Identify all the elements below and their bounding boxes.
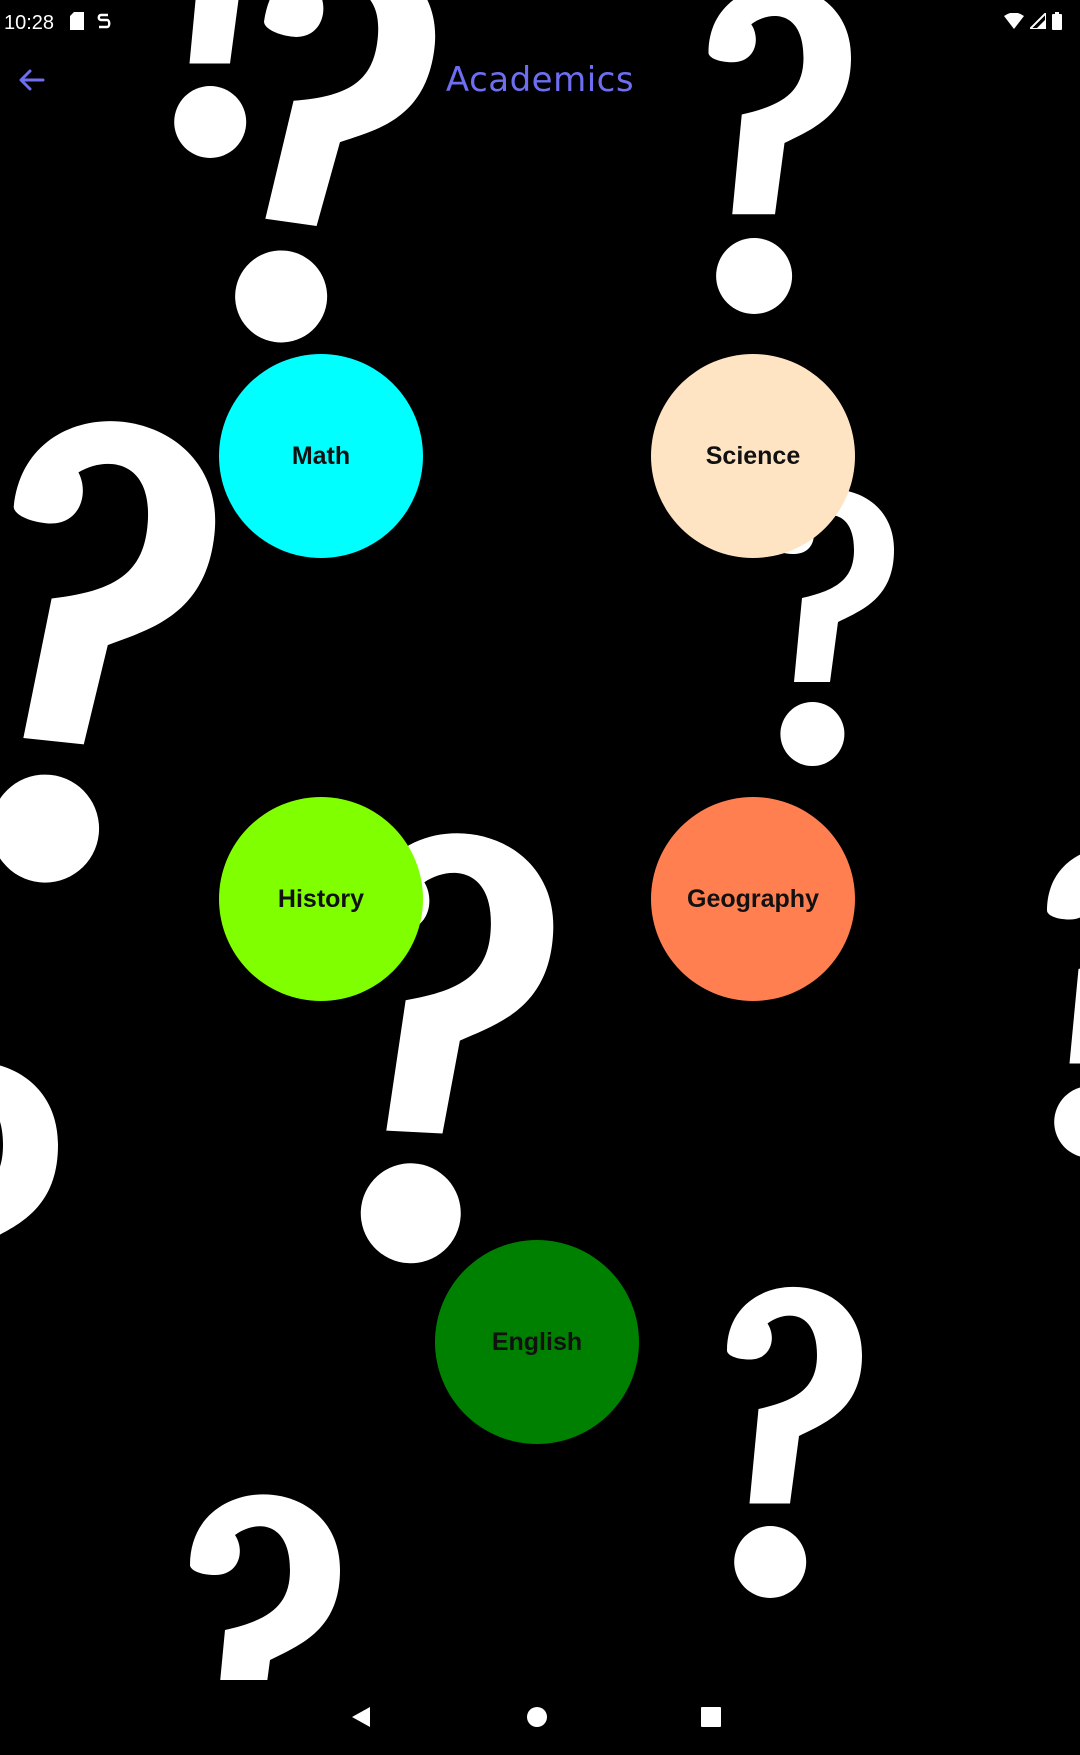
question-mark-icon [1047, 846, 1080, 1158]
s-badge-icon [97, 13, 111, 29]
nav-back-button[interactable] [341, 1702, 381, 1732]
page-title: Academics [445, 60, 635, 100]
status-time: 10:28 [4, 12, 55, 34]
question-mark-icon [0, 411, 226, 897]
subject-label: History [277, 884, 365, 913]
battery-icon [1052, 12, 1062, 30]
subject-button-history[interactable]: History [219, 797, 423, 1001]
signal-icon [1030, 13, 1046, 29]
subject-label: Science [705, 441, 801, 470]
sd-card-icon [70, 12, 84, 30]
subject-button-science[interactable]: Science [651, 354, 855, 558]
subject-button-geography[interactable]: Geography [651, 797, 855, 1001]
arrow-left-icon [19, 69, 45, 91]
recents-square-icon [701, 1707, 721, 1727]
subject-label: Math [291, 441, 351, 470]
subject-button-english[interactable]: English [435, 1240, 639, 1444]
system-nav-bar [0, 1680, 1080, 1755]
subject-button-math[interactable]: Math [219, 354, 423, 558]
nav-home-button[interactable] [517, 1702, 557, 1732]
back-button[interactable] [10, 58, 54, 102]
home-circle-icon [527, 1707, 547, 1727]
question-mark-icon [727, 1286, 862, 1598]
question-mark-icon [0, 1061, 58, 1442]
question-mark-icon [190, 1494, 340, 1680]
status-bar: 10:28 [0, 0, 1080, 46]
status-icons-right [1004, 12, 1062, 30]
back-triangle-icon [352, 1707, 370, 1727]
wifi-icon [1004, 13, 1024, 29]
subject-label: English [491, 1327, 583, 1356]
status-icons-left [70, 12, 112, 30]
nav-recents-button[interactable] [691, 1702, 731, 1732]
subject-label: Geography [687, 884, 819, 913]
app-bar: Academics [0, 46, 1080, 116]
